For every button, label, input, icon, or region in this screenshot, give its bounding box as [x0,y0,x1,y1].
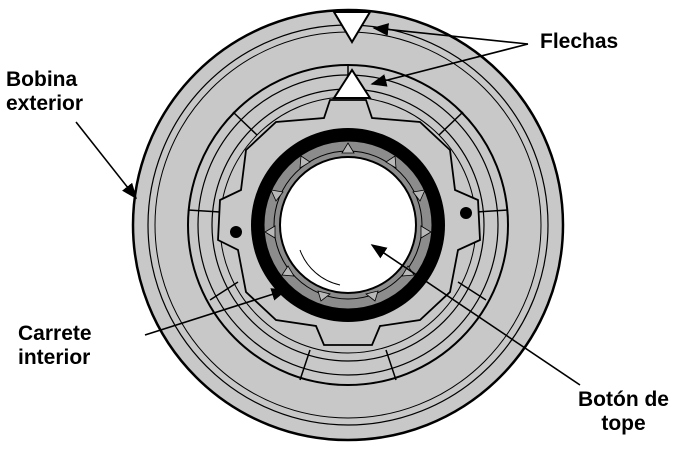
stop-button-label: Botón de tope [578,388,669,436]
outer-spool-label-line2: exterior [6,92,83,116]
inner-reel-label-line1: Carrete [18,322,92,346]
inner-reel-label: Carrete interior [18,322,92,370]
callout-line-bobina [76,122,136,198]
inner-reel-label-line2: interior [18,346,92,370]
arrows-label-text: Flechas [540,30,618,54]
outer-spool-label-line1: Bobina [6,68,83,92]
reel-dot [460,207,472,219]
arrows-label: Flechas [540,30,618,54]
outer-spool-label: Bobina exterior [6,68,83,116]
stop-button-hub [280,157,416,293]
stop-button-label-line1: Botón de [578,388,669,412]
reel-dot [230,226,242,238]
stop-button-label-line2: tope [578,412,669,436]
